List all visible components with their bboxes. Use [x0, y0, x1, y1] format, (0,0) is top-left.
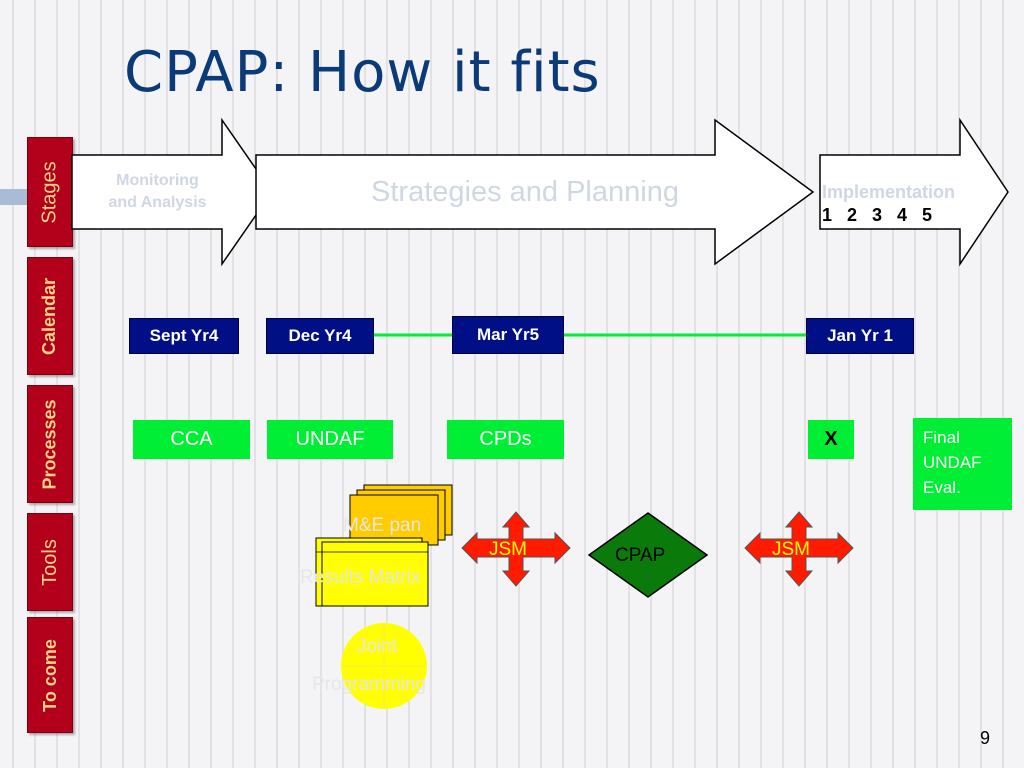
- strategies-label: Strategies and Planning: [371, 176, 679, 208]
- jsm-left-arrow: [461, 511, 571, 587]
- calendar-dec-yr4: Dec Yr4: [266, 318, 374, 354]
- results-matrix-label: Results Matrix: [300, 567, 421, 588]
- page-title: CPAP: How it fits: [124, 40, 601, 105]
- jsm-right-arrow: [744, 511, 854, 587]
- me-plan-label: M&E pan: [343, 515, 422, 536]
- page-number: 9: [979, 728, 990, 748]
- cpap-diamond: [587, 512, 709, 598]
- process-x: X: [808, 420, 854, 459]
- monitoring-arrow: [71, 117, 273, 267]
- calendar-mar-yr5: Mar Yr5: [452, 316, 564, 354]
- implementation-arrow: [819, 117, 1009, 267]
- me-plan-card-front: [349, 494, 439, 546]
- results-matrix-front: [321, 541, 429, 607]
- implementation-years: 1 2 3 4 5: [822, 205, 933, 225]
- tab-to-come[interactable]: To come: [27, 617, 73, 733]
- jsm-left-label: JSM: [489, 539, 527, 560]
- tab-stages[interactable]: Stages: [27, 137, 73, 247]
- strategies-arrow: [255, 118, 815, 266]
- joint-label: Joint: [357, 636, 398, 657]
- tab-tools[interactable]: Tools: [27, 513, 73, 611]
- process-cca: CCA: [133, 420, 250, 459]
- programming-label: Programming: [312, 674, 427, 695]
- tab-calendar[interactable]: Calendar: [27, 257, 73, 375]
- implementation-label: Implementation: [822, 182, 956, 202]
- calendar-jan-yr1: Jan Yr 1: [806, 318, 914, 354]
- process-cpds: CPDs: [447, 420, 564, 459]
- tab-processes[interactable]: Processes: [27, 385, 73, 503]
- jsm-right-label: JSM: [772, 539, 810, 560]
- calendar-sept-yr4: Sept Yr4: [129, 318, 239, 354]
- cpap-label: CPAP: [615, 545, 666, 566]
- decorative-bar: [0, 189, 28, 205]
- process-final-undaf-eval: Final UNDAF Eval.: [913, 418, 1012, 510]
- process-undaf: UNDAF: [267, 420, 393, 459]
- monitoring-label: Monitoring and Analysis: [108, 172, 207, 211]
